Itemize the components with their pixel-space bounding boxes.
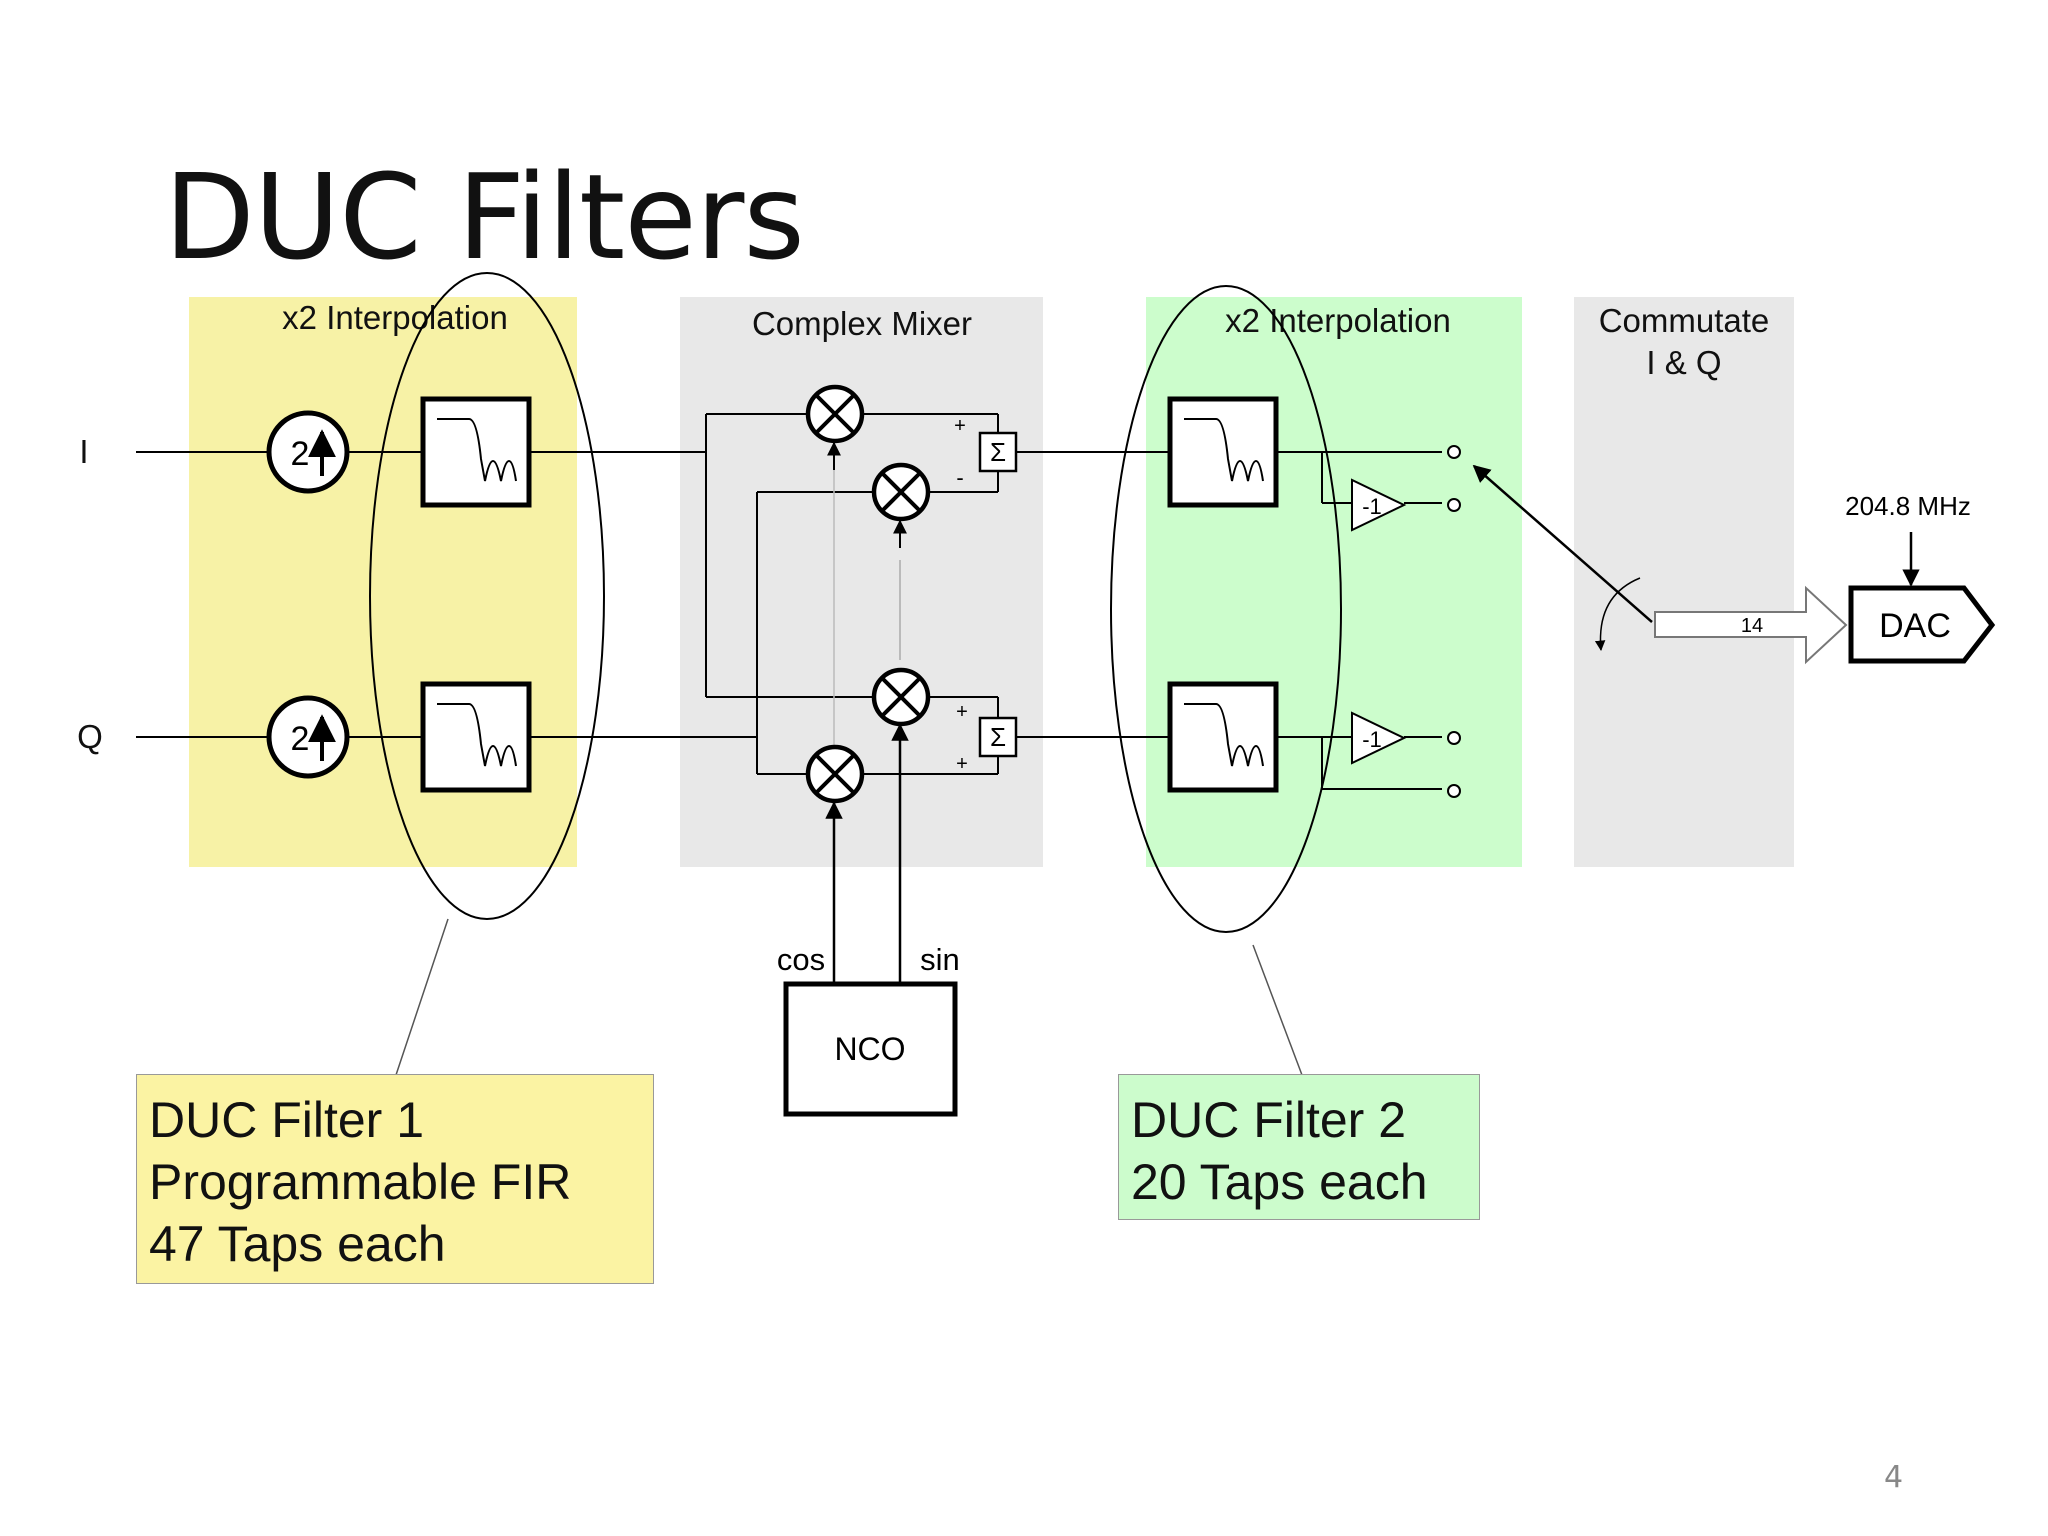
dac-clock-label: 204.8 MHz xyxy=(1845,491,1971,521)
nco-sin-label: sin xyxy=(920,942,960,977)
callout-duc-filter-1: DUC Filter 1 Programmable FIR 47 Taps ea… xyxy=(136,1074,654,1284)
slide-title: DUC Filters xyxy=(164,148,805,286)
rotation-arrow xyxy=(1594,577,1641,652)
callout2-line-2: 20 Taps each xyxy=(1131,1154,1428,1210)
sign-top-minus: - xyxy=(956,465,963,490)
summer-i-symbol: Σ xyxy=(990,437,1006,467)
callout1-line-3: 47 Taps each xyxy=(149,1216,446,1272)
callout2-line-1: DUC Filter 2 xyxy=(1131,1092,1407,1148)
upsampler-q-factor: 2 xyxy=(291,720,310,758)
callout-duc-filter-2: DUC Filter 2 20 Taps each xyxy=(1118,1074,1480,1220)
nco-label: NCO xyxy=(834,1031,905,1067)
stage-label-interp1: x2 Interpolation xyxy=(282,299,508,336)
commutator-terminal-1 xyxy=(1447,445,1461,459)
upsampler-i: 2 xyxy=(266,410,350,494)
input-label-i: I xyxy=(79,433,88,470)
filter2-highlight-ellipse xyxy=(1110,285,1342,933)
summer-i: Σ xyxy=(978,431,1018,473)
callout1-leader xyxy=(395,918,449,1076)
lowpass-filter-2-q xyxy=(1167,681,1279,793)
sign-top-plus: + xyxy=(954,415,966,437)
upsampler-q: 2 xyxy=(266,695,350,779)
callout1-line-1: DUC Filter 1 xyxy=(149,1092,425,1148)
summer-q-symbol: Σ xyxy=(990,722,1006,752)
commutator-switch-arm xyxy=(1472,464,1653,623)
page-number: 4 xyxy=(1884,1460,1904,1495)
multiplier-top-left xyxy=(805,384,865,444)
lowpass-filter-1-i xyxy=(420,396,532,508)
multiplier-bottom-right xyxy=(871,667,931,727)
inverter-q: -1 xyxy=(1351,711,1407,765)
lowpass-filter-1-q xyxy=(420,681,532,793)
stage-commutate-background xyxy=(1574,297,1794,867)
nco-block: NCO xyxy=(783,981,958,1117)
multiplier-bottom-left xyxy=(805,744,865,804)
inverter-i: -1 xyxy=(1351,478,1407,532)
nco-cos-label: cos xyxy=(777,942,825,977)
stage-label-mixer: Complex Mixer xyxy=(752,305,972,342)
callout1-line-2: Programmable FIR xyxy=(149,1154,572,1210)
callout2-leader xyxy=(1252,944,1303,1076)
sign-bottom-plus-1: + xyxy=(956,701,968,723)
data-bus-arrow xyxy=(1654,585,1848,665)
commutator-terminal-2 xyxy=(1447,498,1461,512)
bus-width-label: 14 xyxy=(1741,615,1763,637)
input-label-q: Q xyxy=(77,718,103,755)
multiplier-top-right xyxy=(871,462,931,522)
commutator-terminal-3 xyxy=(1447,731,1461,745)
lowpass-filter-2-i xyxy=(1167,396,1279,508)
stage-label-interp2: x2 Interpolation xyxy=(1225,302,1451,339)
filter1-highlight-ellipse xyxy=(369,272,605,920)
stage-label-commutate-1: Commutate xyxy=(1599,302,1770,339)
stage-label-commutate-2: I & Q xyxy=(1646,344,1721,381)
sign-bottom-plus-2: + xyxy=(956,753,968,775)
inverter-q-label: -1 xyxy=(1362,727,1382,752)
inverter-i-label: -1 xyxy=(1362,494,1382,519)
dac-label: DAC xyxy=(1879,607,1951,645)
commutator-terminal-4 xyxy=(1447,784,1461,798)
summer-q: Σ xyxy=(978,716,1018,758)
upsampler-i-factor: 2 xyxy=(291,435,310,473)
dac-block: DAC xyxy=(1848,585,1996,664)
